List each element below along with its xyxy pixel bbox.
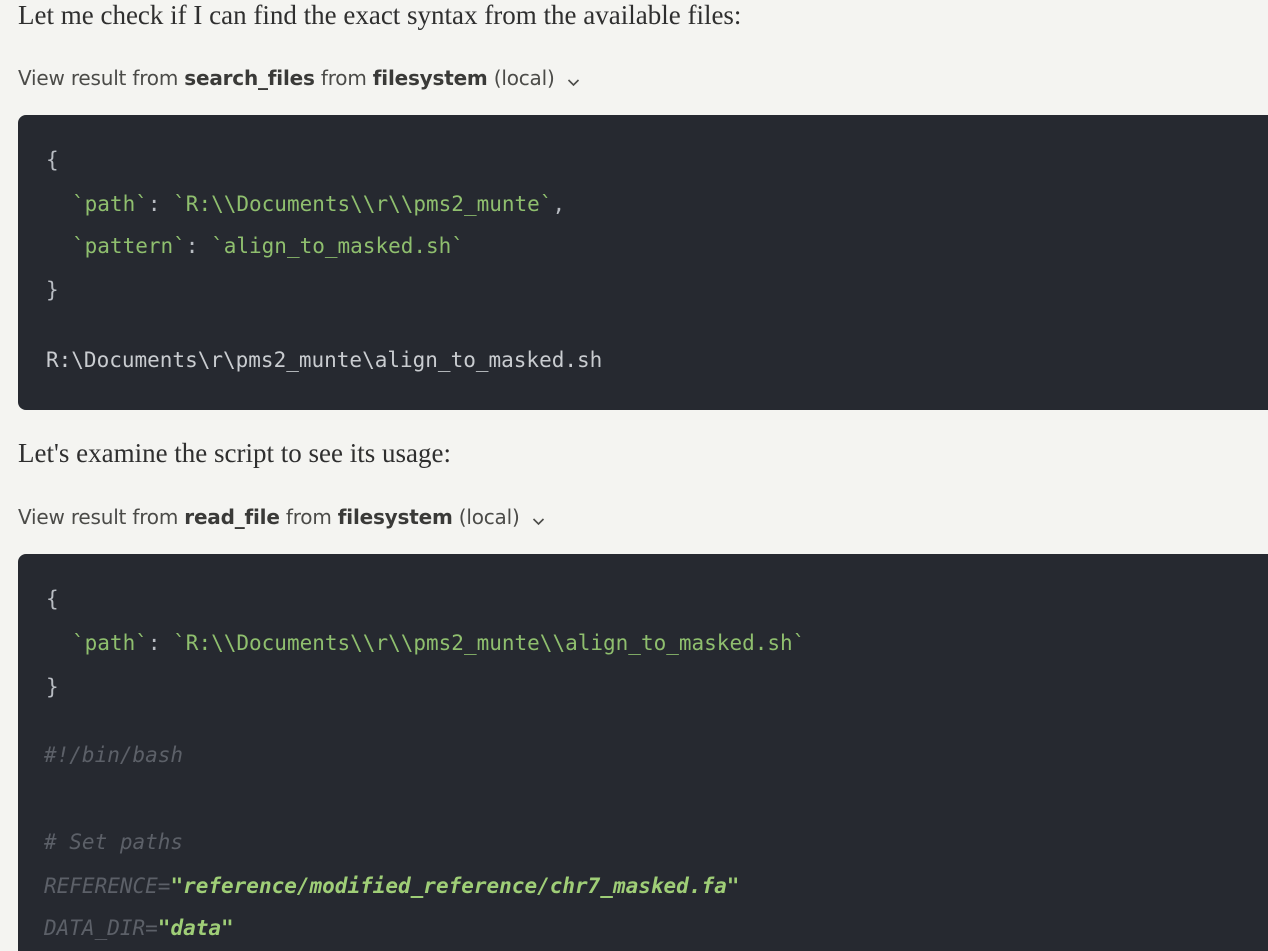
tool-prefix: View result from (18, 505, 179, 529)
server-name: filesystem (372, 66, 488, 90)
chevron-down-icon[interactable] (567, 68, 580, 92)
script-data-dir-line: DATA_DIR="data" (44, 916, 234, 940)
arg-value: `align_to_masked.sh` (211, 234, 464, 258)
arg-value: `R:\\Documents\\r\\pms2_munte\\align_to_… (173, 631, 806, 655)
arg-key: `pattern` (72, 234, 186, 258)
tool-suffix: (local) (458, 505, 520, 529)
arg-value: `R:\\Documents\\r\\pms2_munte` (173, 192, 553, 216)
tool-name: read_file (184, 505, 280, 529)
tool-output-text: R:\Documents\r\pms2_munte\align_to_maske… (46, 348, 603, 372)
tool-result-code-block: { `path`: `R:\\Documents\\r\\pms2_munte\… (18, 554, 1268, 951)
arg-line-path: `path`: `R:\\Documents\\r\\pms2_munte`, (72, 192, 565, 216)
server-name: filesystem (337, 505, 453, 529)
arg-comma: , (552, 192, 566, 216)
variable-name: DATA_DIR= (44, 916, 158, 940)
script-shebang: #!/bin/bash (44, 743, 184, 767)
chevron-down-icon[interactable] (532, 507, 545, 531)
tool-result-toggle-search-files[interactable]: View result from search_files from files… (18, 66, 580, 92)
arg-line-pattern: `pattern`: `align_to_masked.sh` (72, 234, 464, 258)
tool-result-code-block: { `path`: `R:\\Documents\\r\\pms2_munte`… (18, 115, 1268, 410)
string-value: "data" (157, 916, 234, 940)
tool-suffix: (local) (493, 66, 555, 90)
arg-line-path: `path`: `R:\\Documents\\r\\pms2_munte\\a… (72, 631, 805, 655)
tool-result-toggle-read-file[interactable]: View result from read_file from filesyst… (18, 505, 545, 531)
tool-mid: from (285, 505, 332, 529)
assistant-message-text: Let's examine the script to see its usag… (18, 438, 451, 468)
arg-key: `path` (72, 631, 148, 655)
arg-separator: : (147, 192, 174, 216)
arg-separator: : (147, 631, 174, 655)
arg-separator: : (185, 234, 212, 258)
script-reference-line: REFERENCE="reference/modified_reference/… (44, 874, 739, 898)
variable-name: REFERENCE= (44, 874, 171, 898)
script-comment: # Set paths (44, 830, 184, 854)
string-value: "reference/modified_reference/chr7_maske… (170, 874, 740, 898)
assistant-message-text: Let me check if I can find the exact syn… (18, 0, 742, 30)
json-close-brace: } (46, 675, 59, 699)
arg-key: `path` (72, 192, 148, 216)
tool-name: search_files (184, 66, 315, 90)
json-close-brace: } (46, 278, 59, 302)
tool-mid: from (320, 66, 367, 90)
json-open-brace: { (46, 587, 59, 611)
tool-prefix: View result from (18, 66, 179, 90)
json-open-brace: { (46, 148, 59, 172)
